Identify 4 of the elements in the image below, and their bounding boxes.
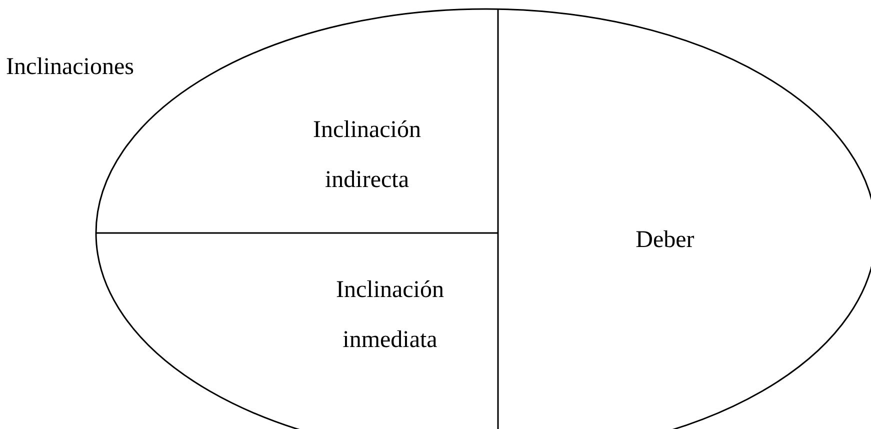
region-label: Inclinación inmediata xyxy=(315,265,465,365)
region-label: Inclinación indirecta xyxy=(292,105,442,205)
diagram-heading: Inclinaciones xyxy=(6,53,134,82)
region-label: Deber xyxy=(600,215,730,265)
